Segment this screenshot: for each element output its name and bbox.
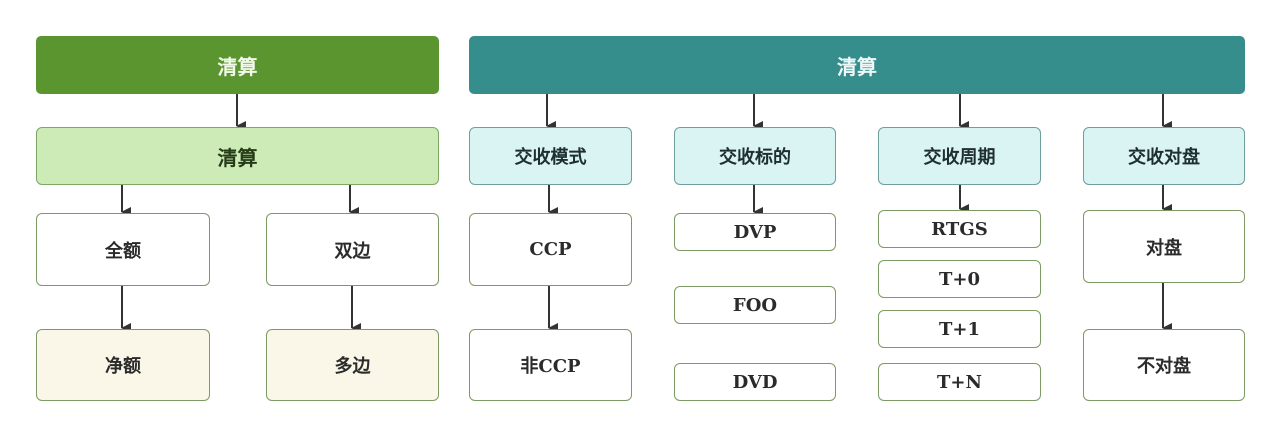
node-full-amount: 全额: [36, 213, 210, 286]
node-t-plus-1: T+1: [878, 310, 1041, 348]
node-dvp: DVP: [674, 213, 836, 251]
category-settlement-matching: 交收对盘: [1083, 127, 1245, 185]
left-level2-node: 清算: [36, 127, 439, 185]
node-t-plus-n: T+N: [878, 363, 1041, 401]
node-matched: 对盘: [1083, 210, 1245, 283]
node-multilateral: 多边: [266, 329, 439, 401]
category-settlement-subject: 交收标的: [674, 127, 836, 185]
node-t-plus-0: T+0: [878, 260, 1041, 298]
category-settlement-mode: 交收模式: [469, 127, 632, 185]
node-unmatched: 不对盘: [1083, 329, 1245, 401]
node-dvd: DVD: [674, 363, 836, 401]
node-foo: FOO: [674, 286, 836, 324]
right-header-node: 清算: [469, 36, 1245, 94]
left-header-node: 清算: [36, 36, 439, 94]
node-rtgs: RTGS: [878, 210, 1041, 248]
node-net-amount: 净额: [36, 329, 210, 401]
category-settlement-cycle: 交收周期: [878, 127, 1041, 185]
node-non-ccp: 非CCP: [469, 329, 632, 401]
node-ccp: CCP: [469, 213, 632, 286]
node-bilateral: 双边: [266, 213, 439, 286]
